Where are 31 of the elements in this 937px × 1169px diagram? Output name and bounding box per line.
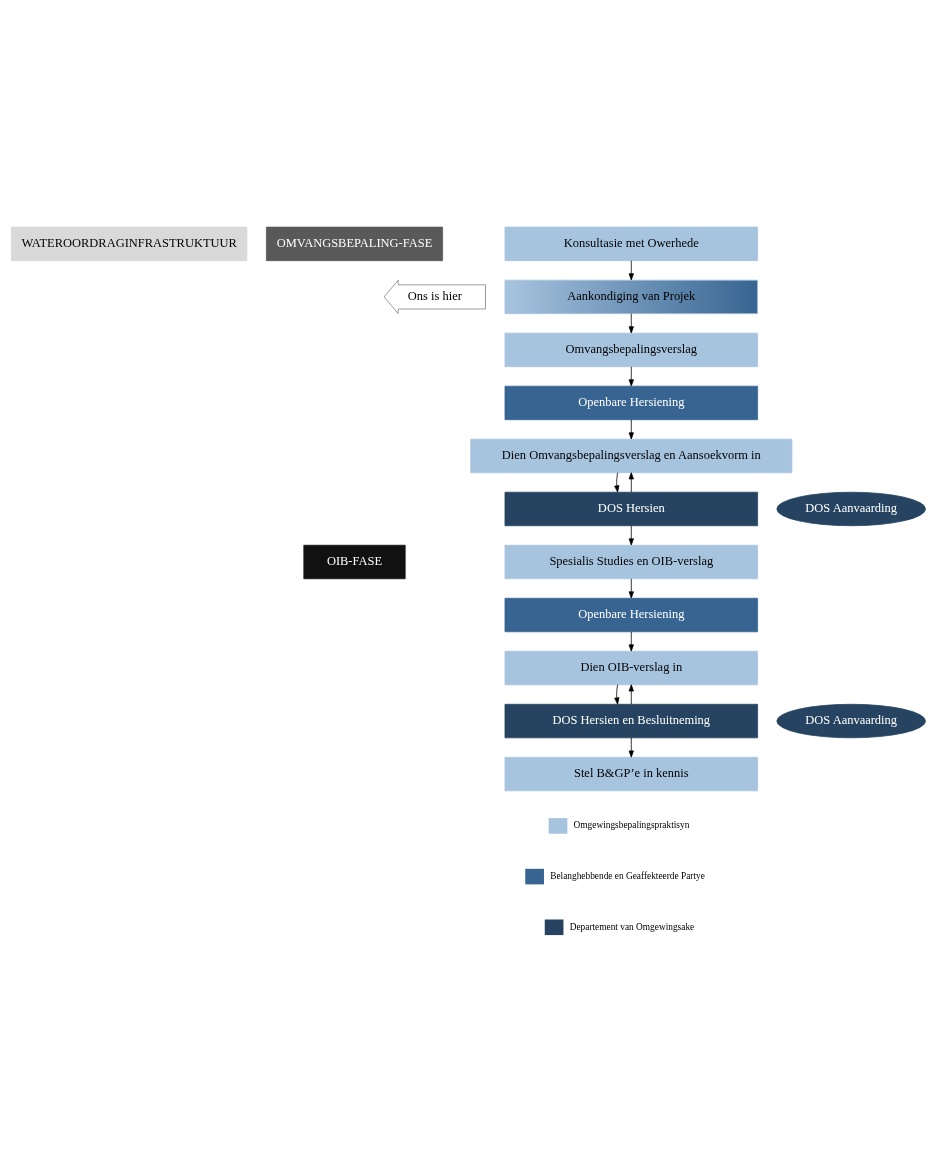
legend-label: Belanghebbende en Geaffekteerde Partye bbox=[550, 870, 705, 881]
arrow bbox=[628, 418, 634, 439]
arrow bbox=[628, 471, 634, 492]
node-ellipse: DOS Aanvaarding bbox=[776, 703, 926, 738]
arrow bbox=[628, 365, 634, 386]
arrow bbox=[628, 524, 634, 545]
node-box: Aankondiging van Projek bbox=[504, 279, 758, 314]
arrow bbox=[628, 630, 634, 651]
arrow bbox=[628, 683, 634, 704]
arrow bbox=[628, 312, 634, 333]
arrow bbox=[614, 683, 620, 704]
node-box: DOS Hersien en Besluitneming bbox=[504, 703, 758, 738]
arrow bbox=[628, 259, 634, 280]
arrow bbox=[614, 471, 620, 492]
node-box: DOS Hersien bbox=[504, 491, 758, 526]
node-box: OIB-FASE bbox=[303, 544, 406, 579]
node-box: Openbare Hersiening bbox=[504, 385, 758, 420]
node-box: Omvangsbepalingsverslag bbox=[504, 332, 758, 367]
node-box: OMVANGSBEPALING-FASE bbox=[266, 226, 443, 261]
node-box: WATEROORDRAGINFRASTRUKTUUR bbox=[11, 226, 248, 261]
node-box: Konsultasie met Owerhede bbox=[504, 226, 758, 261]
arrow bbox=[628, 736, 634, 757]
node-box: Spesialis Studies en OIB-verslag bbox=[504, 544, 758, 579]
node-ellipse: DOS Aanvaarding bbox=[776, 491, 926, 526]
legend-label: Departement van Omgewingsake bbox=[569, 921, 695, 932]
node-box: Dien Omvangsbepalingsverslag en Aansoekvorm in bbox=[470, 438, 793, 473]
legend-label: Omgewingsbepalingspraktisyn bbox=[573, 819, 690, 830]
node-box: Dien OIB-verslag in bbox=[504, 650, 758, 685]
node-box: Stel B&GP’e in kennis bbox=[504, 756, 758, 791]
node-box: Openbare Hersiening bbox=[504, 597, 758, 632]
arrow bbox=[628, 577, 634, 598]
